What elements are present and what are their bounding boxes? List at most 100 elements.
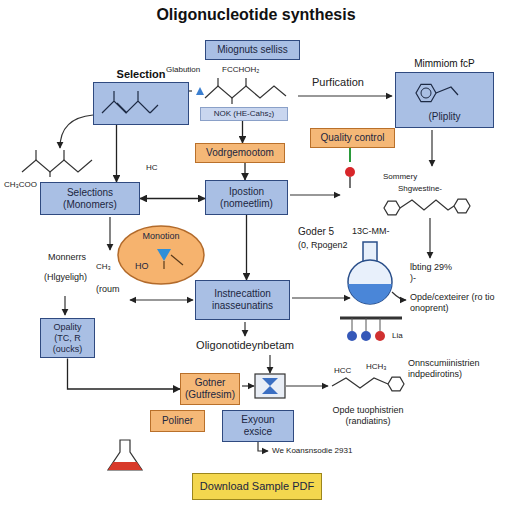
annotation-label: (Hlgyeligh) <box>44 272 87 283</box>
arrow <box>242 385 254 386</box>
box-text: Gotner (Gutfresim) <box>185 377 235 401</box>
reaction-circle: MonotionHO <box>117 225 205 285</box>
process-box: Mimmiom fcP(Pliplity <box>395 72 494 128</box>
molecule-chain <box>22 160 92 172</box>
annotation-label: We Koansnsodie 2931 <box>272 446 352 456</box>
box-text: Quality control <box>321 132 385 144</box>
annotation-label: Purfication <box>312 76 364 89</box>
arrow <box>109 217 110 250</box>
stand-bar <box>340 317 402 320</box>
box-text: Poliner <box>162 415 193 427</box>
download-button: Download Sample PDF <box>192 473 322 500</box>
arrow <box>431 130 432 166</box>
annotation-label: 13C-MM- <box>352 226 390 237</box>
annotation-label: (roum <box>96 284 120 295</box>
arrow <box>286 385 328 386</box>
molecule-branch <box>36 150 64 177</box>
connector-arrow <box>116 125 117 182</box>
box-text: Vodrgemootom <box>206 147 274 159</box>
box-text: Instnecattion inasseunatins <box>200 288 285 312</box>
annotation-label: Opde/cexteirer (ro tio onoprent) <box>410 292 505 314</box>
connector-arrow <box>244 163 245 180</box>
flask-neck <box>363 242 377 262</box>
ring-symbol <box>388 377 404 391</box>
process-box: Ipostion (nomeetlim) <box>205 180 288 215</box>
box-heading: Mimmiom fcP <box>376 58 512 70</box>
stand-wires <box>352 318 380 331</box>
annotation-label: Lia <box>392 331 403 341</box>
probe-bulb <box>345 167 355 177</box>
hourglass-top <box>262 378 278 386</box>
process-box: Opality (TC, R (oucks) <box>40 318 95 358</box>
flask-liquid <box>348 284 392 304</box>
diagram-title: Oligonucleotide synthesis <box>0 6 512 24</box>
probe-stem <box>349 177 351 188</box>
annotation-label: Shgwestine- <box>398 184 442 194</box>
ring-symbol <box>454 199 470 213</box>
annotation-label: CH₃COO <box>4 180 37 190</box>
arrow <box>298 95 392 96</box>
triangle-symbol <box>196 87 204 95</box>
molecule-figure <box>94 83 166 126</box>
formula-band: NOK (HE-Cahs₂) <box>200 107 288 121</box>
box-text: (Pliplity <box>428 111 460 123</box>
molecule-chain <box>205 86 286 98</box>
molecule-chain <box>332 378 388 388</box>
annotation-label: HC <box>146 163 158 173</box>
flask-body <box>348 260 392 304</box>
connector-arrow <box>246 215 247 280</box>
annotation-label: Goder 5 <box>298 226 334 238</box>
erlenmeyer-flask <box>108 440 142 470</box>
arrow <box>60 115 93 148</box>
box-text: NOK (HE-Cahs₂) <box>214 109 274 119</box>
annotation-label: Sommery <box>383 172 417 182</box>
molecule-branch <box>218 78 246 104</box>
arrow <box>292 297 350 298</box>
molecule-chain <box>400 200 454 210</box>
hourglass-bottom <box>262 386 278 394</box>
arrow <box>64 296 65 315</box>
annotation-label: CH₃ <box>96 262 111 272</box>
connector-arrow <box>68 358 181 389</box>
process-box: Instnecattion inasseunatins <box>195 280 290 320</box>
sample-dot <box>347 331 357 341</box>
hourglass-icon <box>255 374 285 398</box>
step-box: Gotner (Gutfresim) <box>180 373 240 405</box>
box-text: Monotion <box>117 231 205 242</box>
arrow <box>429 218 430 258</box>
sample-dot <box>375 331 385 341</box>
annotation-label: (0, Rpogen2 <box>298 240 348 251</box>
sample-dot <box>361 331 371 341</box>
box-text: Exyoun exsice <box>227 414 289 438</box>
ring-symbol <box>384 201 400 215</box>
arrow <box>392 292 406 300</box>
annotation-label: Opde tuophistrien (randiatins) <box>318 405 418 427</box>
process-box: Exyoun exsice <box>222 410 294 442</box>
annotation-label: FCCHOH₂ <box>222 65 259 75</box>
box-text: Ipostion (nomeetlim) <box>210 186 283 210</box>
process-box: Selection <box>93 82 189 125</box>
connector-arrow <box>242 121 243 143</box>
box-text: Miognuts selliss <box>217 44 288 56</box>
box-text: Selections (Monomers) <box>45 187 135 211</box>
arrow <box>130 299 193 300</box>
annotation-label: HCH₃ <box>366 362 387 372</box>
box-text: HO <box>135 261 155 272</box>
arrow <box>349 148 351 162</box>
annotation-label: Monnerrs <box>48 252 86 263</box>
process-box: Miognuts selliss <box>205 40 300 60</box>
annotation-label: Onnscumiinistrien indpedirotins) <box>408 358 506 380</box>
arrow <box>290 194 340 195</box>
annotation-label: Oligonotideynbetam <box>185 339 305 352</box>
annotation-label: HCC <box>334 366 351 376</box>
box-text: Download Sample PDF <box>200 480 314 493</box>
connector-arrow <box>140 198 205 199</box>
arrow <box>244 322 245 336</box>
flask-liquid <box>108 462 142 470</box>
arrow <box>269 355 270 373</box>
box-text: Opality (TC, R (oucks) <box>45 322 90 354</box>
step-box: Poliner <box>150 410 205 432</box>
step-box: Quality control <box>310 128 395 148</box>
step-box: Vodrgemootom <box>195 143 285 163</box>
annotation-label: Glabution <box>166 65 200 75</box>
